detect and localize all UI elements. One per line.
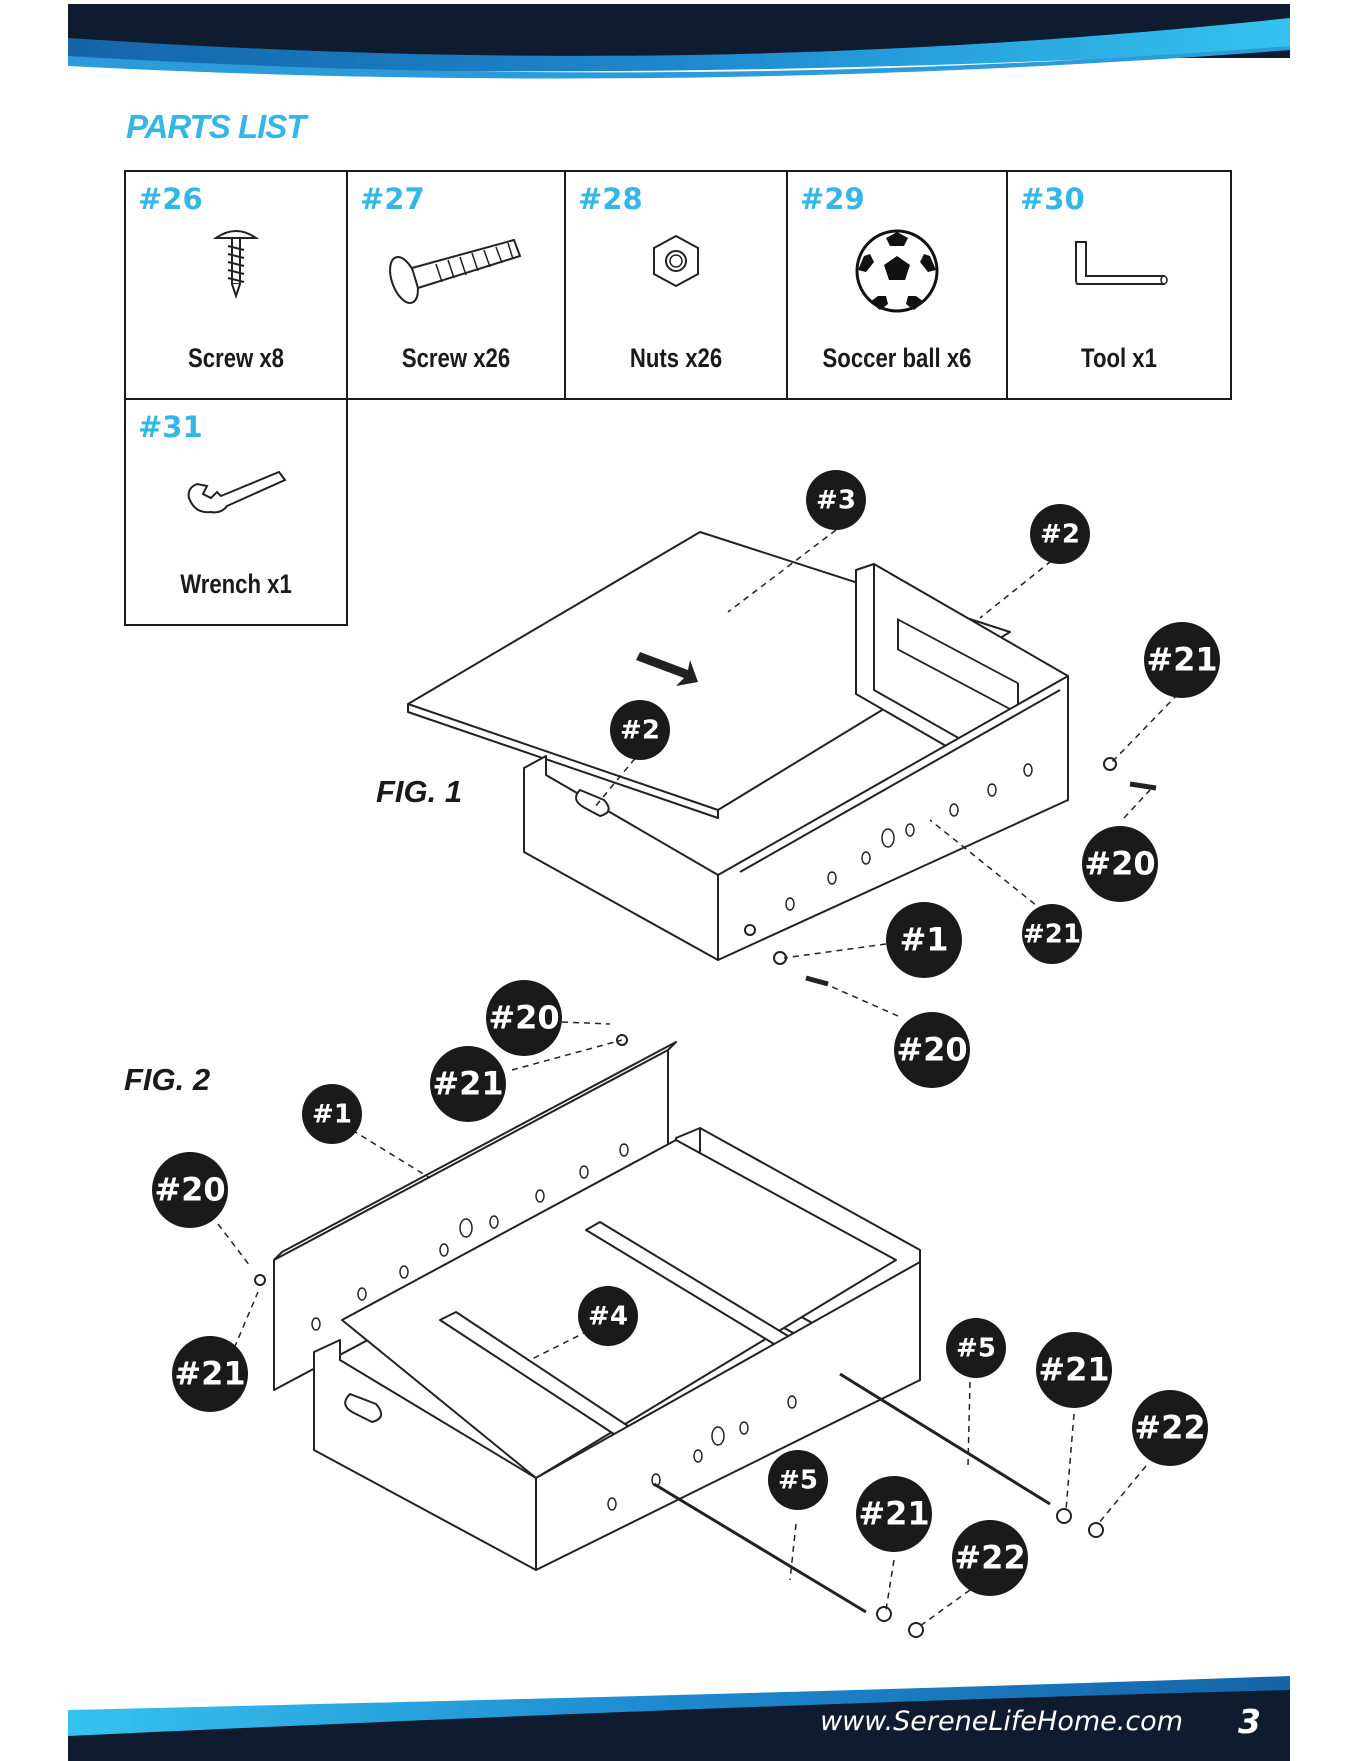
callout-label: #21 — [1023, 919, 1081, 949]
callout-badge: #22 — [952, 1520, 1028, 1596]
callout-badge: #21 — [1036, 1332, 1112, 1408]
callout-label: #21 — [174, 1355, 245, 1393]
callout-badge: #5 — [768, 1450, 828, 1510]
callout-label: #22 — [954, 1539, 1025, 1577]
callout-label: #22 — [1134, 1409, 1205, 1447]
callout-badge: #21 — [1144, 622, 1220, 698]
footer-website[interactable]: www.SereneLifeHome.com — [820, 1706, 1183, 1737]
callout-badge: #2 — [610, 700, 670, 760]
callout-badge: #21 — [430, 1046, 506, 1122]
page-number: 3 — [1238, 1702, 1261, 1741]
callout-label: #20 — [1084, 845, 1155, 883]
callout-label: #1 — [312, 1099, 352, 1129]
callout-badge: #22 — [1132, 1390, 1208, 1466]
callout-badge: #5 — [946, 1318, 1006, 1378]
callout-label: #21 — [1038, 1351, 1109, 1389]
callout-badge: #3 — [806, 470, 866, 530]
callout-label: #5 — [956, 1333, 996, 1363]
callout-badge: #2 — [1030, 504, 1090, 564]
callout-badge: #21 — [856, 1476, 932, 1552]
callout-badge: #1 — [302, 1084, 362, 1144]
callout-badge: #20 — [486, 980, 562, 1056]
callout-label: #20 — [896, 1031, 967, 1069]
callout-badge: #1 — [886, 902, 962, 978]
callout-badge: #4 — [578, 1286, 638, 1346]
callout-label: #20 — [488, 999, 559, 1037]
callout-badge: #21 — [172, 1336, 248, 1412]
callout-badge: #20 — [894, 1012, 970, 1088]
callout-badge: #20 — [152, 1152, 228, 1228]
callout-label: #3 — [816, 485, 856, 515]
callout-badge: #20 — [1082, 826, 1158, 902]
callout-label: #2 — [1040, 519, 1080, 549]
callout-label: #5 — [778, 1465, 818, 1495]
callout-label: #21 — [1146, 641, 1217, 679]
callout-label: #21 — [432, 1065, 503, 1103]
callout-label: #4 — [588, 1301, 628, 1331]
callout-label: #21 — [858, 1495, 929, 1533]
callout-badge: #21 — [1022, 904, 1082, 964]
callout-label: #20 — [154, 1171, 225, 1209]
callout-label: #2 — [620, 715, 660, 745]
callout-label: #1 — [899, 921, 948, 959]
